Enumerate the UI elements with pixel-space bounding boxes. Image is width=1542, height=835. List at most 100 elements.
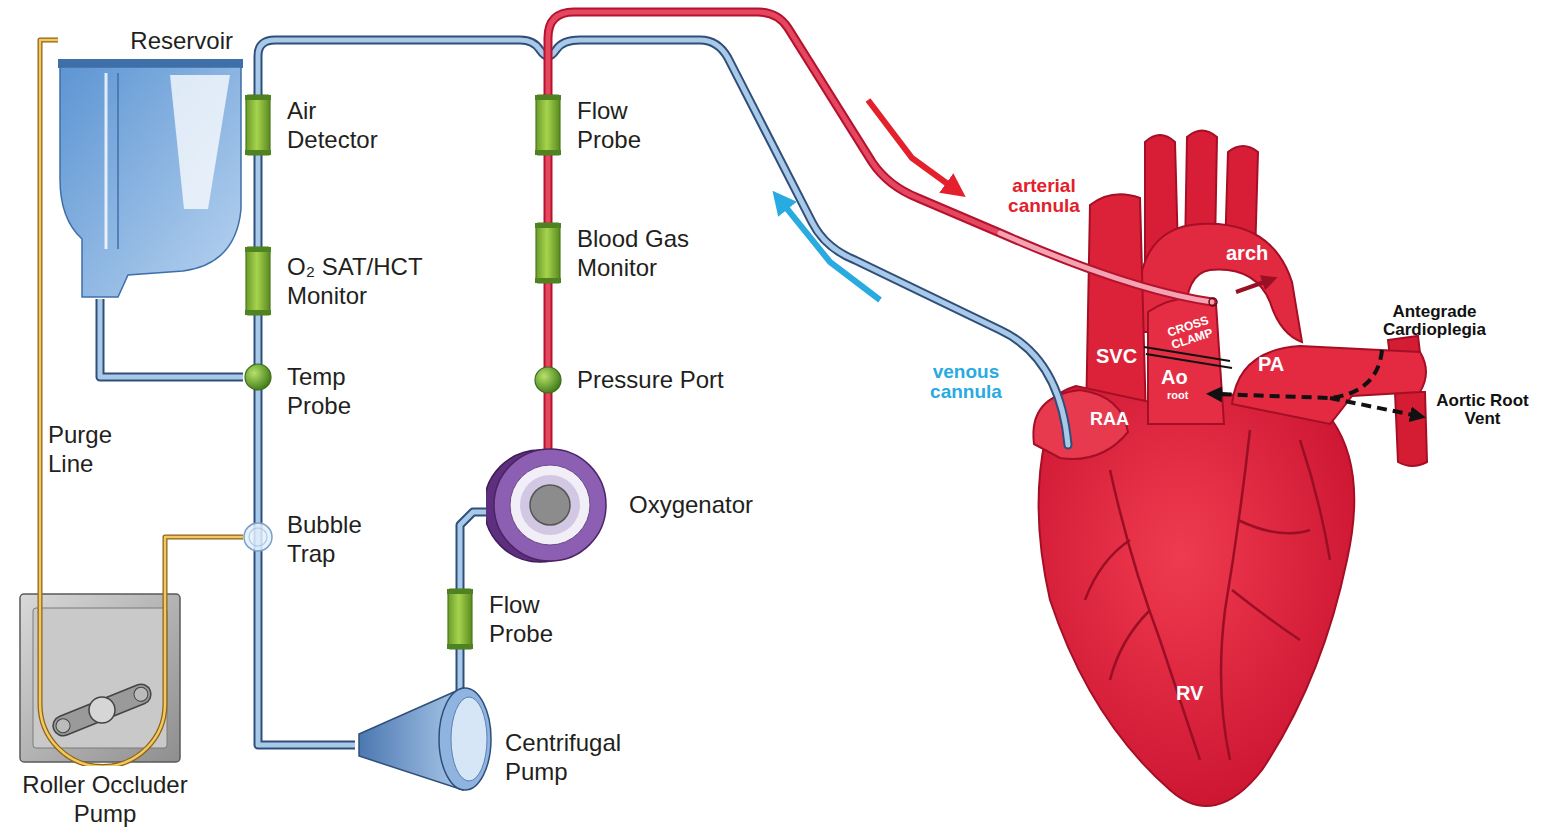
oxygenator-shape [520,475,580,535]
reservoir-shape [105,73,108,249]
centrifugal-shape [359,678,491,790]
component-label: Temp Probe [287,362,367,420]
arterial-line [548,12,1212,302]
tube-outline [544,284,553,365]
venous-line [258,40,1068,445]
component-node: O₂ SAT/HCT Monitor [243,246,447,316]
tube-segment [546,365,551,395]
tube-core [546,284,551,365]
tube-core [258,568,355,745]
roller-shape [50,681,154,739]
probe-shape [535,278,561,283]
cardioplegia-route [1330,398,1418,416]
probe-shape [535,95,561,100]
cardioplegia-route [1214,350,1382,398]
coronary-vessels [1221,430,1250,760]
probe-shape [245,95,271,155]
circle-shape [535,367,561,393]
anatomy-label: root [1167,390,1188,402]
pulmonary-branch [1395,392,1427,466]
probe-shape [536,95,560,155]
tube-core [458,650,463,678]
anatomy-label: Ao [1161,367,1188,388]
circle-shape [535,367,561,393]
component-node: Reservoir [58,26,243,299]
coronary-vessels [1232,590,1300,640]
roller-icon [5,576,205,766]
oxygenator-shape [486,508,498,517]
centrifugal-shape [439,688,491,790]
component-label: Oxygenator [629,490,753,519]
tubing-connector [460,650,461,678]
tube-core [256,156,261,246]
tube-segment [254,94,263,156]
cross-clamp [1146,354,1232,368]
component-node: Flow Probe [445,588,579,650]
coronary-vessels [1238,520,1310,533]
tube-segment [254,246,263,316]
anatomy-label: PA [1258,354,1284,375]
tube-outline [40,40,58,576]
arterial-line [548,12,1000,233]
anatomy-label: Antegrade Cardioplegia [1372,303,1497,339]
coronary-vessels [1085,430,1330,760]
component-label: Roller Occluder Pump [5,770,205,828]
component-label: Centrifugal Pump [505,728,645,786]
reservoir-shape [58,59,243,68]
coronary-vessels [1110,610,1150,680]
cross-clamp [1144,347,1230,361]
component-label: Bubble Trap [287,510,377,568]
probeTall-shape [245,247,271,315]
component-label: Flow Probe [489,590,579,648]
tubing-connector [100,299,243,377]
roller-shape [20,594,180,762]
probe-shape [536,223,560,283]
probe-shape [448,589,472,649]
probe-shape [535,223,561,283]
centrifugal-shape [359,688,463,790]
component-node: Bubble Trap [243,510,377,568]
tube-segment [458,588,463,650]
tube-outline [254,316,263,362]
oxygenator-shape [486,510,498,515]
centrifugal-shape [458,678,463,694]
tube-segment [254,510,263,568]
bubble-icon [243,510,273,568]
tube-core [256,316,261,362]
cardioplegia-route [1214,350,1418,416]
centrifugal-icon [355,678,495,792]
coronary-vessels [1300,440,1330,560]
right-atrial-appendage [1033,390,1128,459]
tubing-connector [460,512,486,588]
tube-segment [256,362,261,420]
component-node: Pressure Port [533,365,724,395]
venous-flow-arrow [780,200,880,300]
bubble-shape [244,523,272,551]
tubing-connector [165,537,243,576]
component-node: Temp Probe [243,362,367,420]
oxygenator-shape [486,450,596,562]
tube-segment [546,94,551,156]
anatomy-label: Aortic Root Vent [1430,392,1535,428]
anatomy-label: SVC [1096,346,1137,367]
bubble-shape [244,523,272,551]
tube-outline [544,395,553,442]
reservoir-shape [60,67,241,297]
probe-shape [447,644,473,649]
arch-flow-arrow [1236,280,1270,292]
oxygenator-shape [494,449,606,561]
oxygenator-shape [510,465,590,545]
probeTall-shape [245,310,271,315]
reservoir-shape [117,73,119,249]
tube-outline [456,650,465,678]
tube-core [40,40,58,576]
anatomy-label: arch [1226,243,1268,264]
roller-shape [132,685,150,703]
probe-shape [535,150,561,155]
anatomy-label: RV [1176,683,1203,704]
probe-shape [447,589,473,594]
